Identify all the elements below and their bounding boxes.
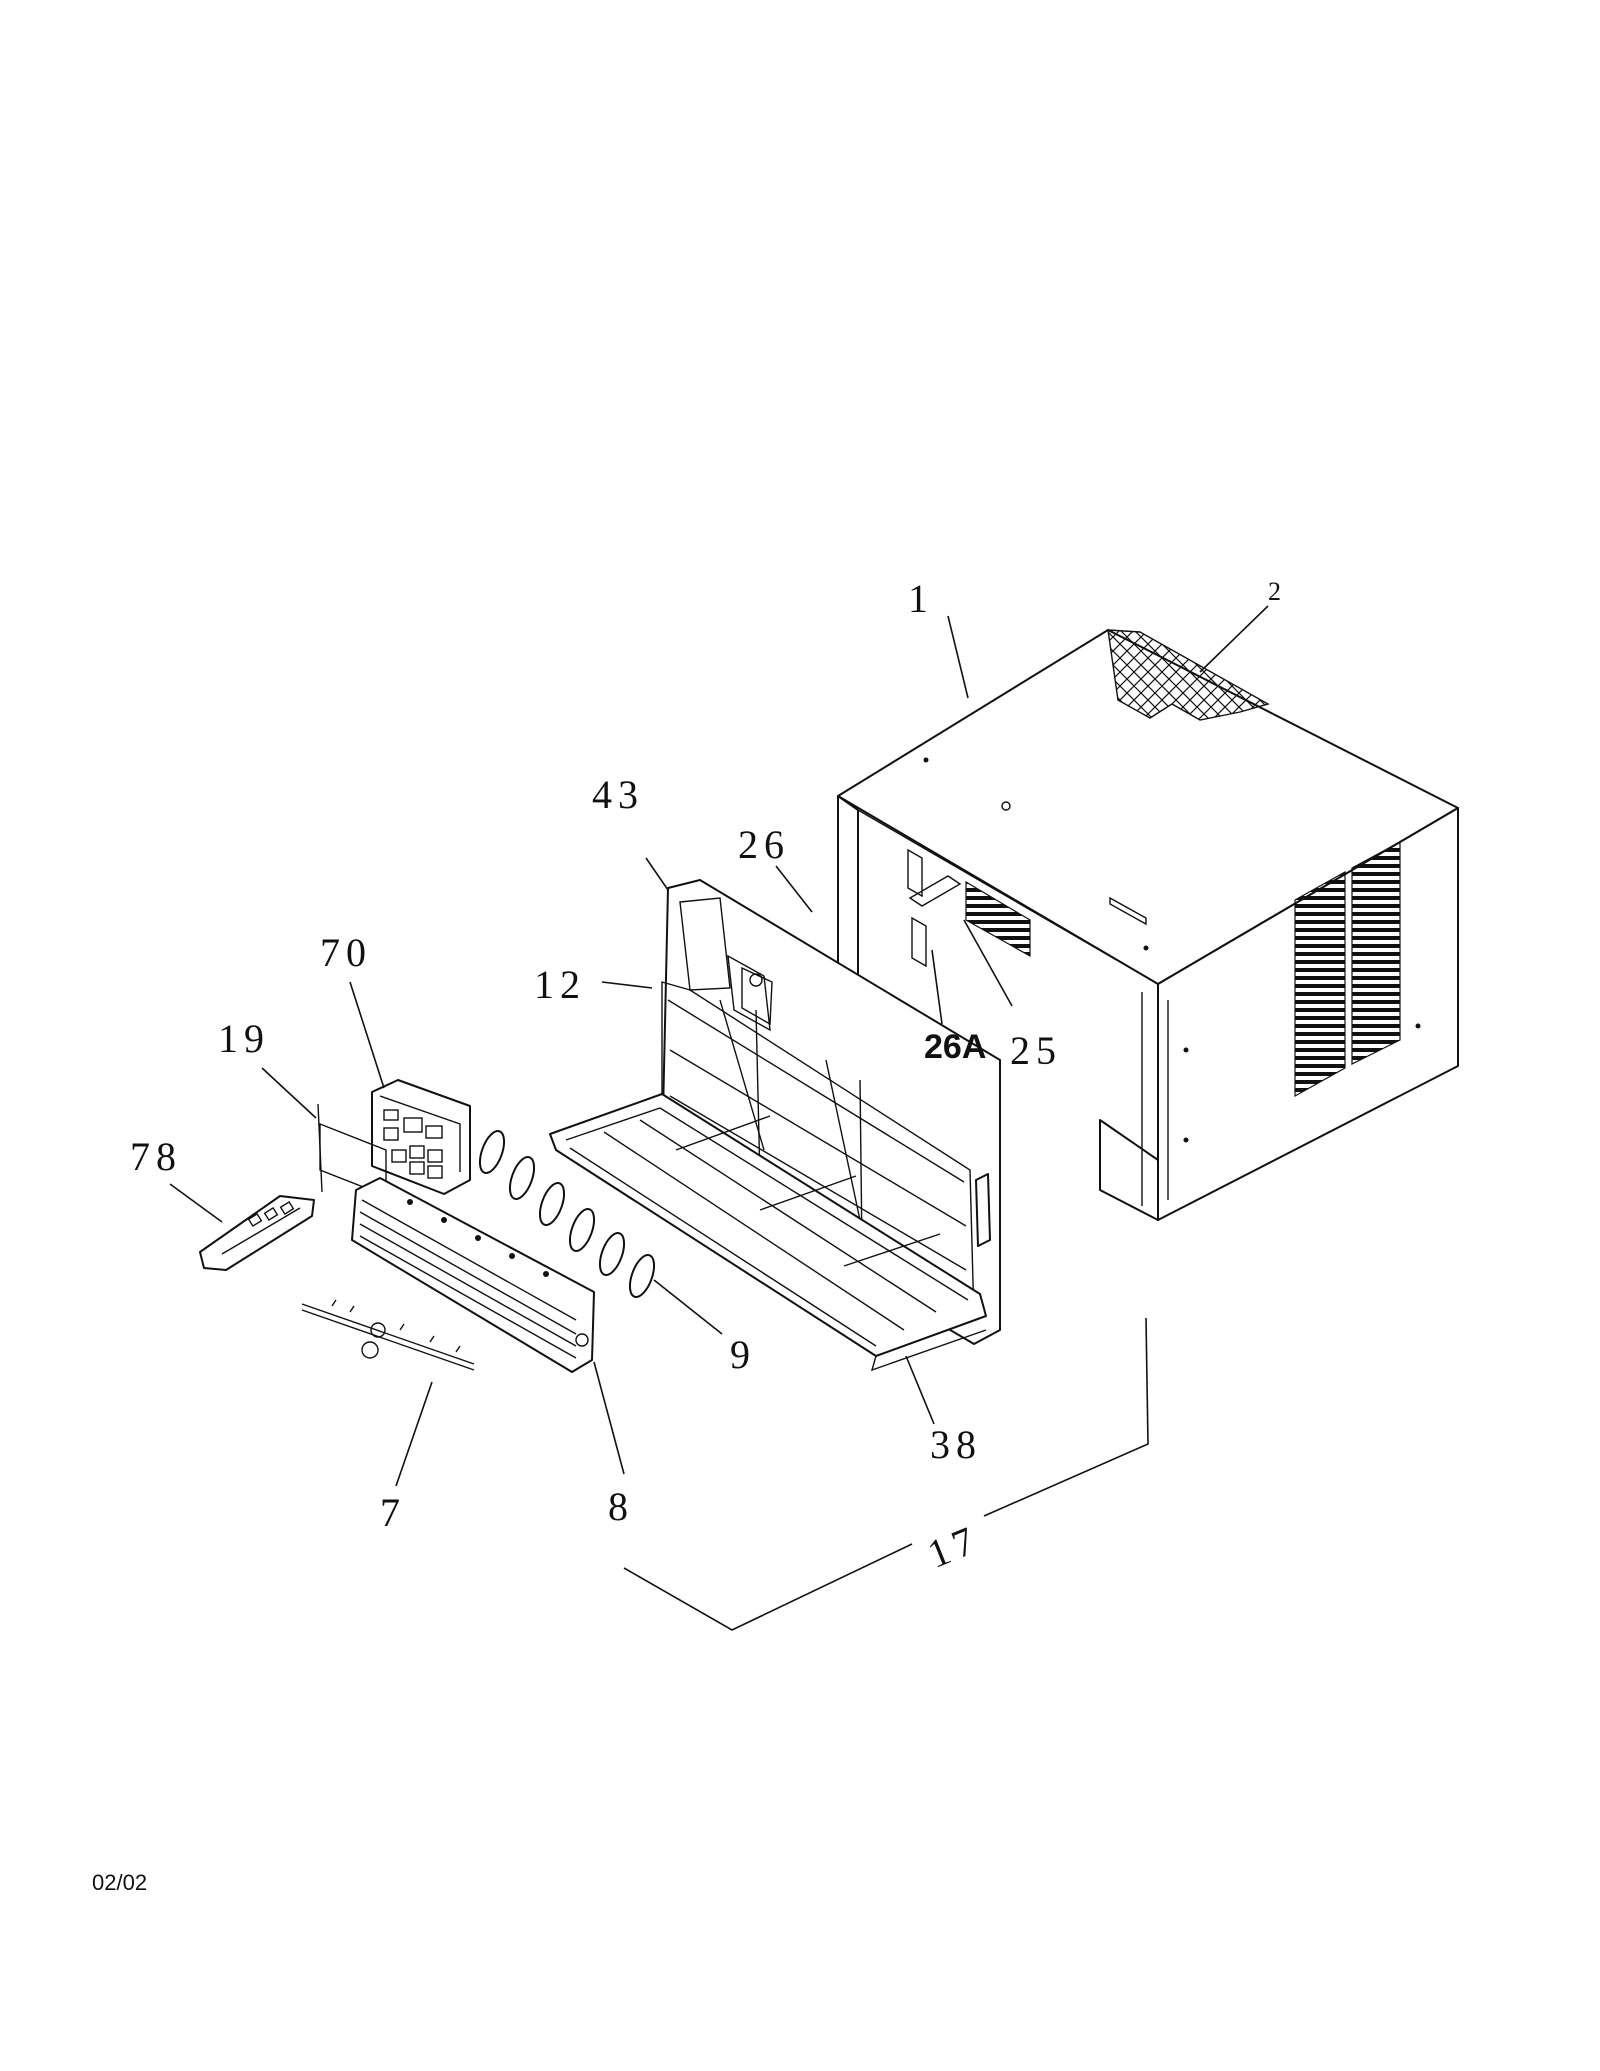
callout-2: 2 (1268, 577, 1281, 606)
callout-1: 1 (908, 576, 934, 621)
callout-7: 7 (380, 1490, 406, 1535)
linkage-bar-part (301, 1299, 475, 1371)
callout-8: 8 (608, 1484, 634, 1529)
callout-26A: 26A (924, 1028, 986, 1066)
callout-17: 17 (921, 1516, 986, 1577)
remote-control-part (199, 1195, 315, 1271)
louver-blades-part (478, 1130, 656, 1298)
callout-9: 9 (730, 1332, 756, 1377)
callout-25: 25 (1010, 1028, 1062, 1073)
callout-19: 19 (218, 1016, 270, 1061)
control-pad-part (371, 1079, 471, 1195)
callout-26: 26 (738, 822, 790, 867)
callout-70: 70 (320, 930, 372, 975)
callout-78: 78 (130, 1134, 182, 1179)
leader-lines (169, 605, 1269, 1631)
callout-43: 43 (592, 772, 644, 817)
rear-coil-mesh (1107, 629, 1270, 721)
footer-date-code: 02/02 (92, 1870, 148, 1895)
front-panel-part (549, 879, 1001, 1372)
callout-38: 38 (930, 1422, 982, 1467)
front-grille-part (351, 1177, 595, 1373)
callout-12: 12 (534, 962, 586, 1007)
